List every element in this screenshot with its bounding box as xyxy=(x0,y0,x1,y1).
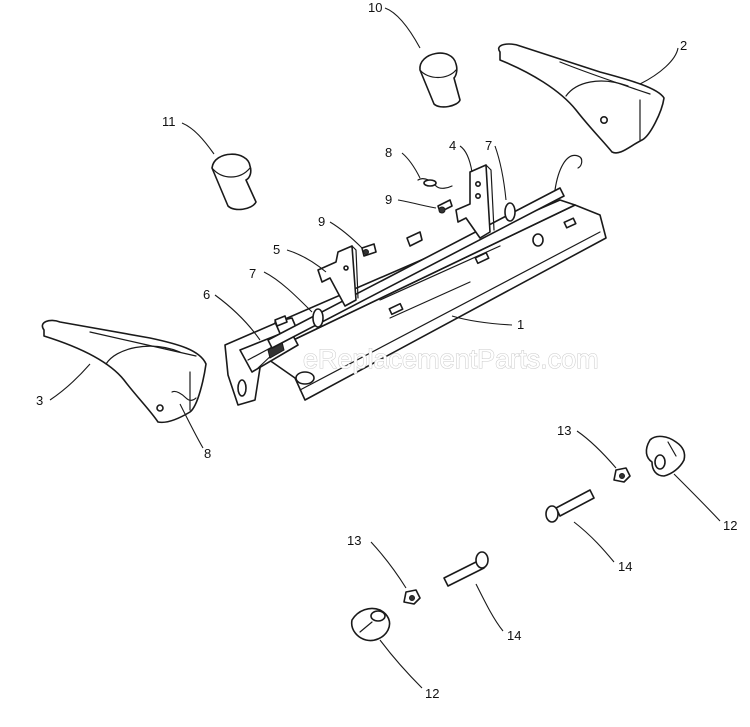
callout-8-upper: 8 xyxy=(385,145,392,160)
part-3-lever-handle xyxy=(41,319,207,424)
callout-13-left: 13 xyxy=(347,533,361,548)
leader-lines xyxy=(49,7,721,689)
rail-clips xyxy=(274,231,423,327)
part-8-pin-lower xyxy=(171,390,197,401)
callout-2: 2 xyxy=(680,38,687,53)
watermark: eReplacementParts.com xyxy=(303,344,599,374)
callout-14-left: 14 xyxy=(507,628,521,643)
callout-10: 10 xyxy=(368,0,382,15)
callout-11: 11 xyxy=(162,114,176,129)
callout-3: 3 xyxy=(36,393,43,408)
callout-labels: 10 2 11 8 4 7 9 9 5 7 6 1 3 8 13 12 14 1… xyxy=(36,0,737,701)
callout-12-right: 12 xyxy=(723,518,737,533)
callout-1: 1 xyxy=(517,317,524,332)
part-2-lever-handle xyxy=(497,43,665,154)
callout-12-left: 12 xyxy=(425,686,439,701)
callout-7-upper: 7 xyxy=(485,138,492,153)
part-9-screw-upper xyxy=(437,199,453,214)
part-14-bolt-left xyxy=(443,551,489,587)
part-5-bracket xyxy=(317,245,359,307)
part-14-bolt-right xyxy=(545,489,595,523)
part-1-mounting-bracket xyxy=(224,199,607,406)
part-12-wing-knob-right xyxy=(645,435,686,477)
callout-8-lower: 8 xyxy=(204,446,211,461)
part-9-screw-lower xyxy=(361,243,377,257)
callout-9-upper: 9 xyxy=(385,192,392,207)
callout-4: 4 xyxy=(449,138,456,153)
part-11-knob xyxy=(211,153,257,211)
part-12-wing-knob-left xyxy=(350,607,391,642)
part-13-nut-right xyxy=(613,467,631,483)
callout-13-right: 13 xyxy=(557,423,571,438)
part-8-pin-upper xyxy=(417,178,453,189)
part-13-nut-left xyxy=(403,589,421,605)
callout-5: 5 xyxy=(273,242,280,257)
callout-14-right: 14 xyxy=(618,559,632,574)
callout-6: 6 xyxy=(203,287,210,302)
callout-9-lower: 9 xyxy=(318,214,325,229)
part-4-bracket xyxy=(455,164,495,239)
callout-7-lower: 7 xyxy=(249,266,256,281)
part-10-knob xyxy=(419,52,461,108)
